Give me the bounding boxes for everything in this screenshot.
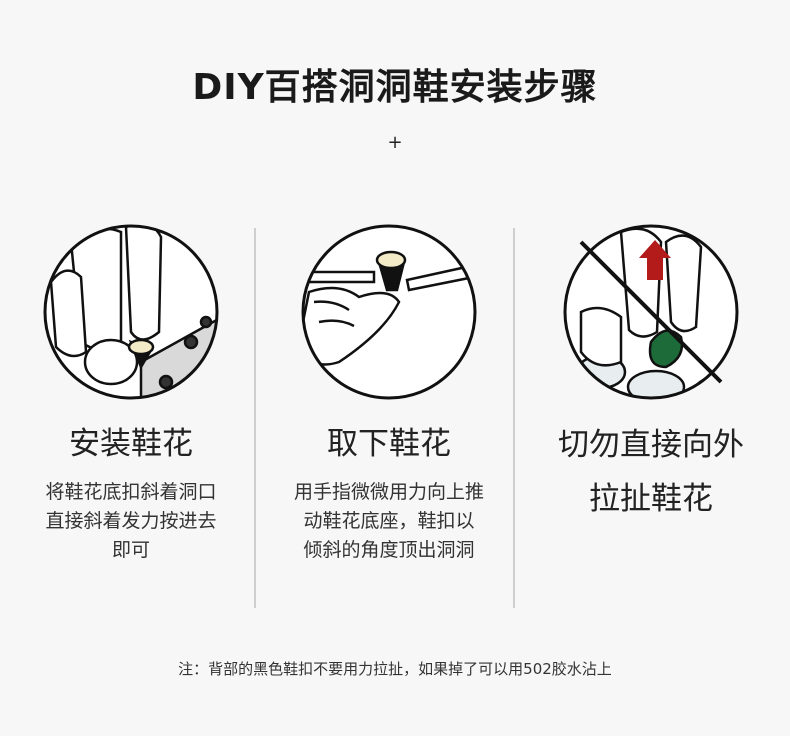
step-warning: 切勿直接向外 拉扯鞋花	[526, 222, 776, 526]
up-arrow-icon	[639, 240, 671, 280]
desc-line: 即可	[111, 539, 150, 561]
cross-line	[579, 240, 723, 384]
column-divider-1	[254, 228, 256, 608]
warning-illustration	[563, 224, 739, 400]
remove-illustration	[301, 224, 477, 400]
heading-line: 切勿直接向外	[558, 427, 744, 463]
step-remove: 取下鞋花 用手指微微用力向上推 动鞋花底座，鞋扣以 倾斜的角度顶出洞洞	[264, 222, 514, 565]
desc-line: 直接斜着发力按进去	[45, 510, 217, 532]
column-divider-2	[513, 228, 515, 608]
step-description: 用手指微微用力向上推 动鞋花底座，鞋扣以 倾斜的角度顶出洞洞	[264, 478, 514, 565]
step-install: 安装鞋花 将鞋花底扣斜着洞口 直接斜着发力按进去 即可	[6, 222, 256, 565]
desc-line: 动鞋花底座，鞋扣以	[303, 510, 475, 532]
plus-mark: +	[387, 132, 403, 153]
step-heading: 取下鞋花	[327, 426, 451, 462]
page-title: DIY百搭洞洞鞋安装步骤	[192, 67, 598, 108]
footnote: 注：背部的黑色鞋扣不要用力拉扯，如果掉了可以用502胶水沾上	[178, 660, 612, 678]
install-illustration	[43, 224, 219, 400]
desc-line: 倾斜的角度顶出洞洞	[303, 539, 475, 561]
desc-line: 用手指微微用力向上推	[293, 481, 484, 503]
step-heading: 切勿直接向外 拉扯鞋花	[526, 418, 776, 526]
step-heading: 安装鞋花	[69, 426, 193, 462]
desc-line: 将鞋花底扣斜着洞口	[45, 481, 217, 503]
step-description: 将鞋花底扣斜着洞口 直接斜着发力按进去 即可	[6, 478, 256, 565]
heading-line: 拉扯鞋花	[589, 481, 713, 517]
